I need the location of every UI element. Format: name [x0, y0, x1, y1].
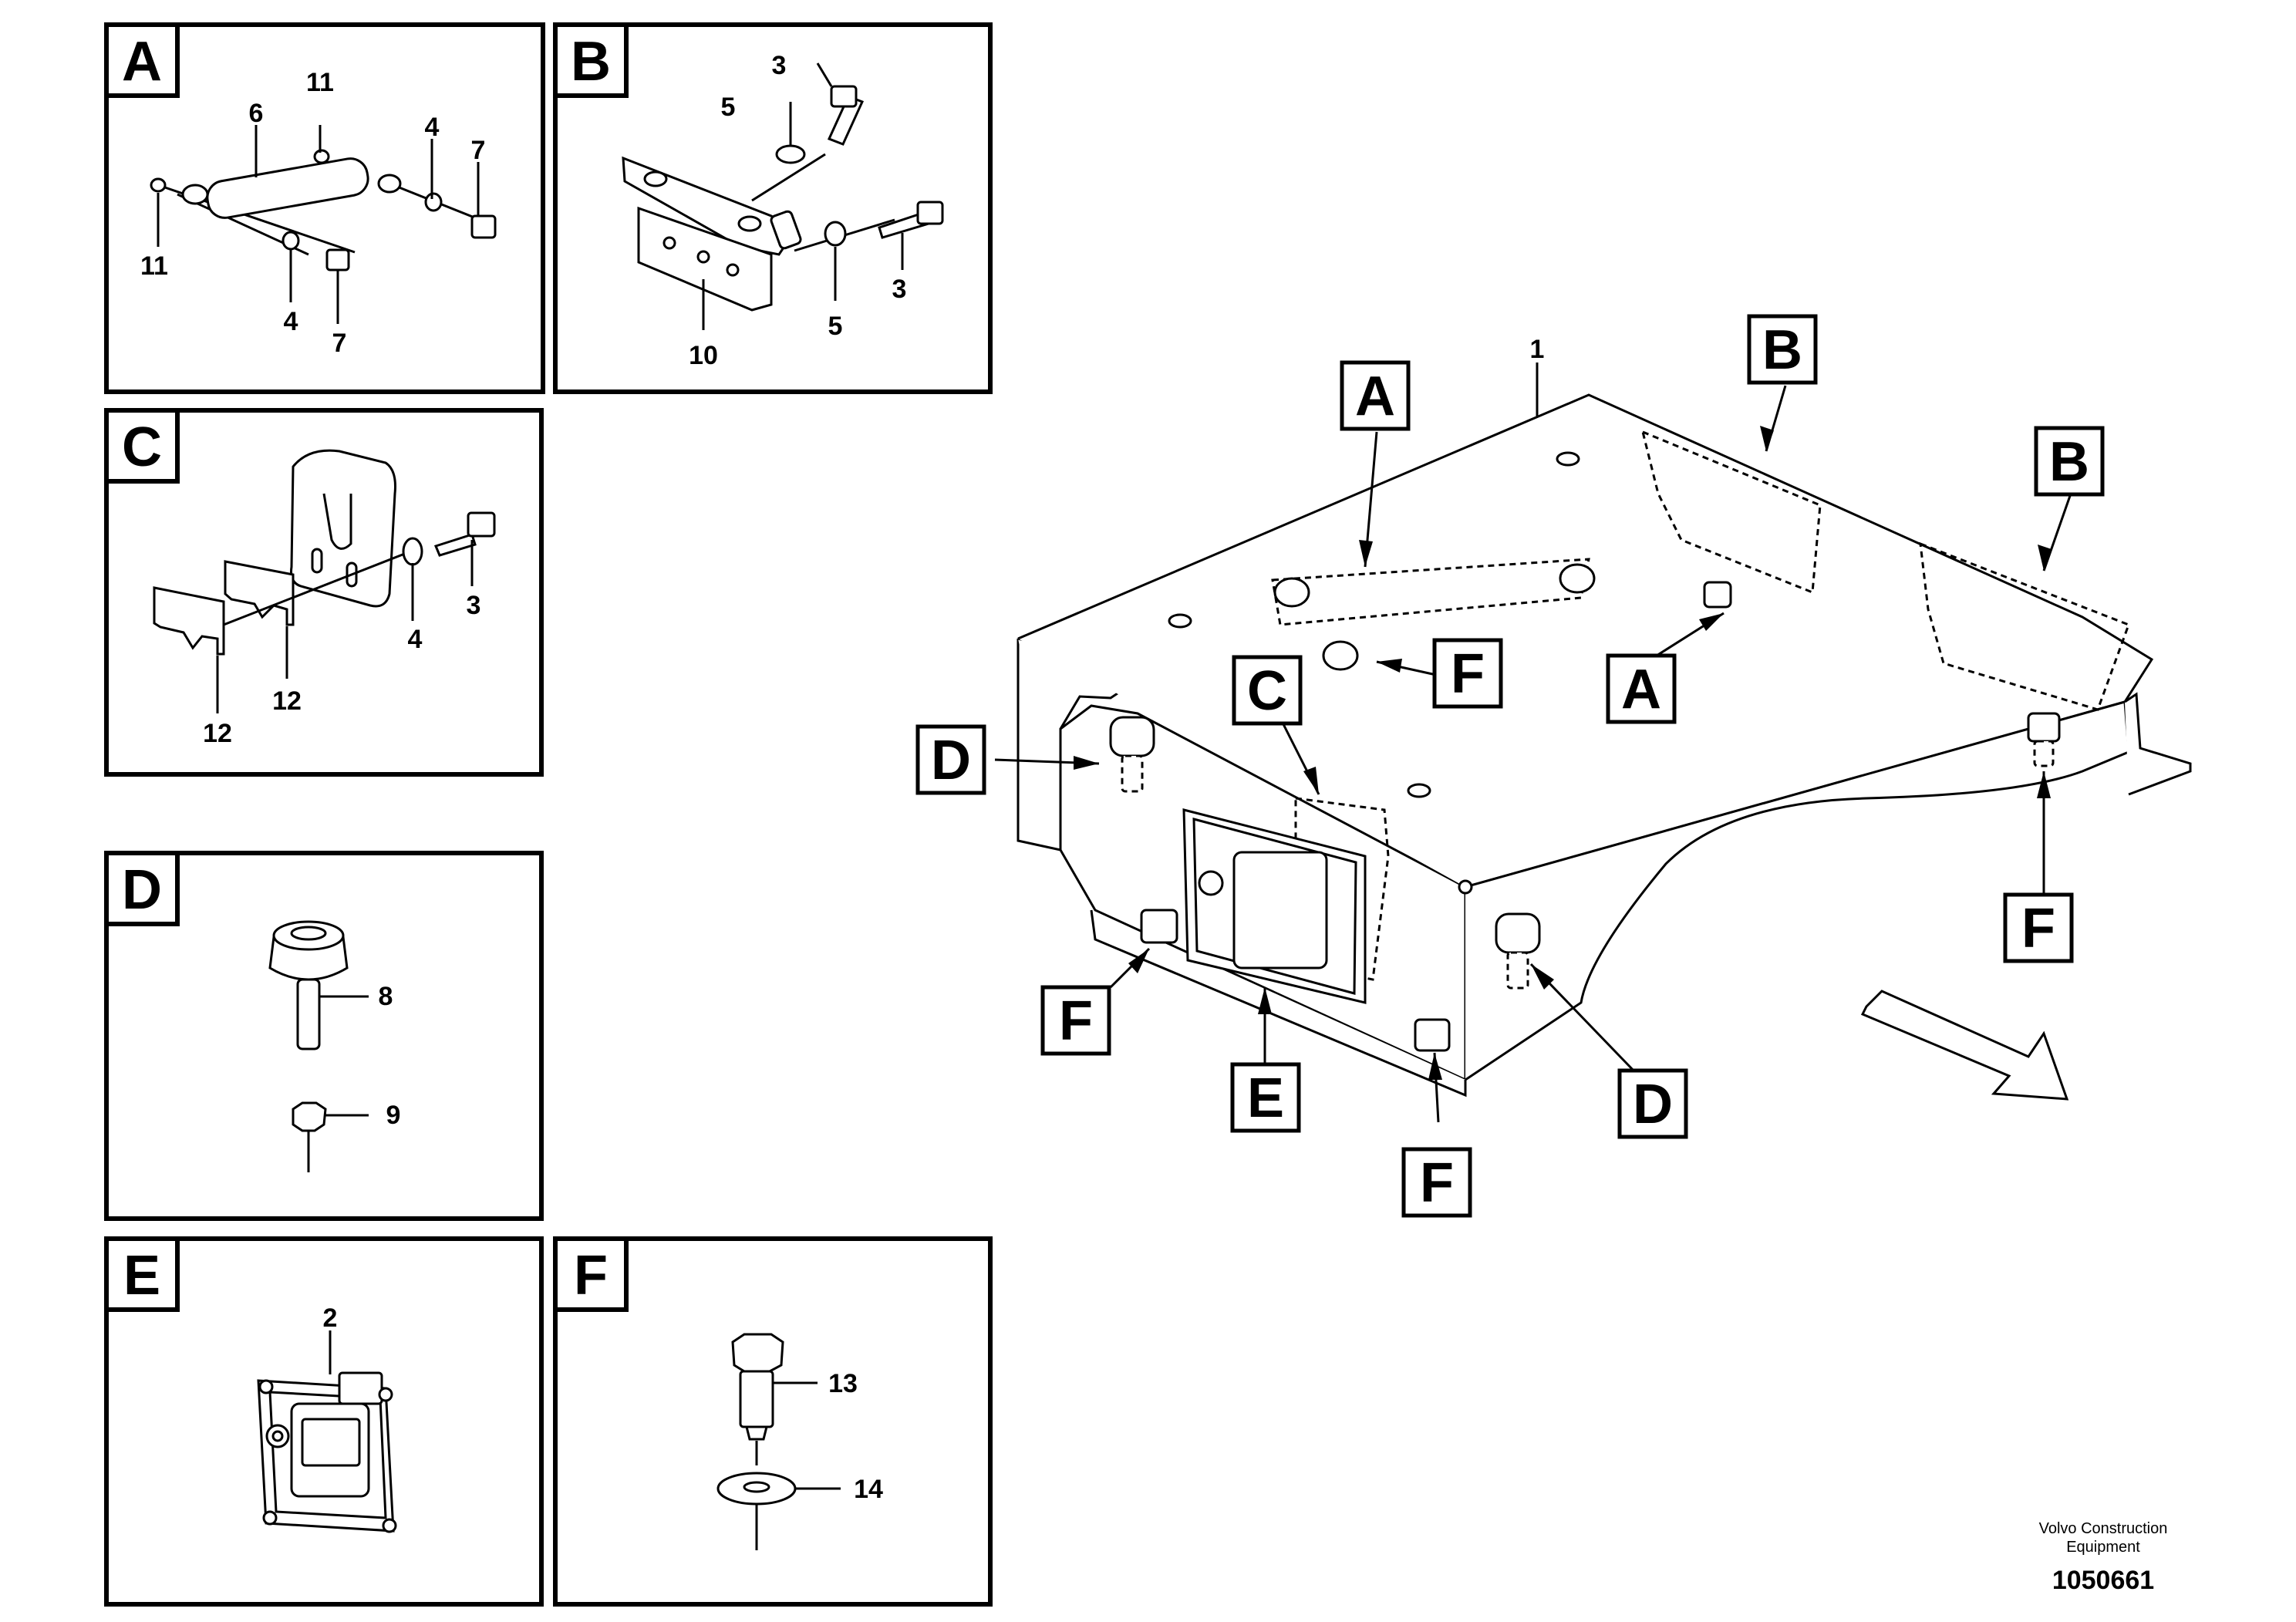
ref-box-d-left: D [915, 724, 986, 795]
ref-box-d-left-label: D [931, 730, 971, 791]
callout-a-6: 6 [249, 99, 264, 128]
callout-d-9: 9 [386, 1101, 401, 1130]
ref-box-e-label: E [1247, 1067, 1284, 1129]
ref-box-a-top-label: A [1355, 366, 1395, 427]
callout-a-4-right: 4 [425, 113, 440, 142]
ref-box-f-left: F [1040, 985, 1111, 1056]
callout-c-3: 3 [467, 591, 481, 620]
callout-a-4-bottom: 4 [284, 307, 298, 336]
panel-c-letter: C [122, 416, 162, 478]
panel-c: C 4 3 12 12 [104, 408, 544, 777]
ref-box-b-left-label: B [1762, 319, 1802, 381]
ref-box-e: E [1230, 1062, 1301, 1133]
callout-b-10: 10 [689, 341, 718, 370]
gas-strut-illustration [150, 125, 497, 324]
panel-e-letter: E [123, 1245, 160, 1307]
ref-box-f-bottom-label: F [1420, 1152, 1454, 1214]
callout-a-7-right: 7 [471, 136, 486, 165]
main-assembly-view: 1 A B B A F C D [915, 314, 2192, 1218]
panel-b-letter: B [571, 31, 611, 93]
company-name-line2: Equipment [2066, 1539, 2140, 1556]
bolt-washer-illustration [716, 1333, 841, 1550]
hinge-outline-dashed [1271, 430, 2130, 981]
callout-c-4: 4 [408, 625, 423, 654]
panel-e: E 2 [104, 1236, 544, 1607]
ref-box-b-right-label: B [2049, 431, 2089, 493]
ref-box-f-bottom: F [1401, 1147, 1472, 1218]
knob-screw-illustration [268, 920, 369, 1172]
ref-box-f-top-label: F [1451, 643, 1485, 705]
ref-box-f-top: F [1432, 638, 1503, 709]
callout-f-14: 14 [854, 1475, 883, 1504]
callout-d-8: 8 [379, 982, 393, 1011]
callout-main-1: 1 [1530, 335, 1545, 364]
callout-a-11-bottom: 11 [140, 251, 168, 281]
ref-box-f-right-label: F [2021, 898, 2055, 959]
ref-box-c-label: C [1247, 660, 1287, 722]
panel-d-letter: D [122, 859, 162, 921]
callout-c-12-right: 12 [272, 686, 302, 716]
ref-box-a-right: A [1606, 653, 1677, 724]
callout-c-12-left: 12 [203, 719, 232, 748]
latch-shim-illustration [153, 449, 496, 713]
ref-box-f-left-label: F [1059, 990, 1093, 1052]
ref-box-c: C [1232, 655, 1303, 726]
callout-a-11-top: 11 [306, 68, 334, 97]
panel-a-letter: A [122, 31, 162, 93]
direction-arrow [1860, 990, 2069, 1101]
hardware-parts [1109, 563, 2061, 1052]
callout-b-3-bottom: 3 [892, 275, 907, 304]
callout-b-5-bottom: 5 [828, 312, 843, 341]
footer: Volvo Construction Equipment 1050661 [2039, 1520, 2168, 1595]
callout-e-2: 2 [323, 1303, 338, 1333]
panel-b: B 3 5 10 5 3 [553, 22, 993, 394]
ref-box-f-right: F [2003, 892, 2074, 963]
cover-body [1017, 393, 2192, 1098]
handle-lock-illustration [257, 1330, 397, 1533]
callout-a-7-bottom: 7 [332, 329, 347, 358]
ref-box-b-right: B [2034, 426, 2105, 497]
drawing-number: 1050661 [2052, 1566, 2154, 1595]
callout-b-3-top: 3 [772, 51, 787, 80]
panel-d: D 8 9 [104, 851, 544, 1221]
leader-arrowheads [1074, 426, 2052, 1080]
callout-b-5-top: 5 [721, 93, 736, 122]
panel-a: A 11 6 4 7 11 4 7 [104, 22, 545, 394]
callout-f-13: 13 [828, 1369, 858, 1398]
panel-f-letter: F [574, 1245, 608, 1307]
lock-plate [1182, 808, 1367, 1004]
ref-box-b-left: B [1747, 314, 1818, 385]
panel-f: F 13 14 [553, 1236, 993, 1607]
hinge-illustration [622, 62, 944, 330]
company-name-line1: Volvo Construction [2039, 1520, 2168, 1537]
ref-box-d-right: D [1617, 1068, 1688, 1139]
ref-box-a-top: A [1340, 360, 1411, 431]
ref-box-d-right-label: D [1633, 1074, 1673, 1135]
ref-box-a-right-label: A [1621, 659, 1661, 720]
